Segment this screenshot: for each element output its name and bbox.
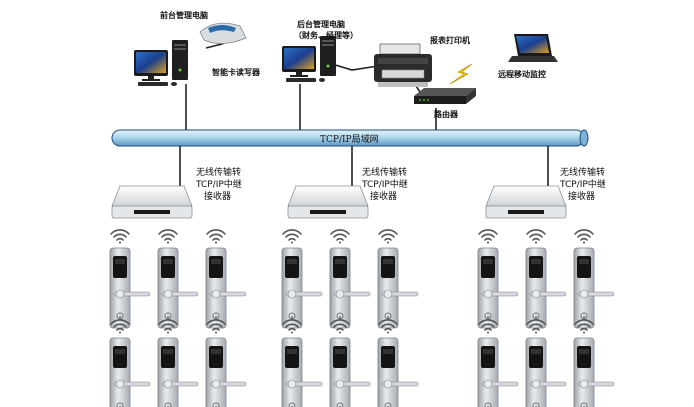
receiver-label-line1: 无线传输转	[560, 166, 605, 178]
door-lock	[281, 247, 323, 329]
door-lock	[329, 337, 371, 407]
receiver-label-line1: 无线传输转	[196, 166, 241, 178]
door-lock	[205, 337, 247, 407]
door-lock	[477, 247, 519, 329]
report-printer	[374, 43, 432, 87]
network-bus	[111, 129, 589, 147]
door-lock	[109, 337, 151, 407]
receiver-label-line3: 接收器	[204, 190, 231, 202]
receiver-right	[485, 185, 567, 219]
drop-wires	[179, 146, 549, 188]
remote-monitor-label: 远程移动监控	[498, 69, 546, 79]
door-locks	[109, 229, 615, 407]
door-lock	[377, 247, 419, 329]
back-pc-label-line1: 后台管理电脑	[297, 19, 345, 29]
door-lock	[329, 247, 371, 329]
receiver-left	[111, 185, 193, 219]
wifi-signal-icon	[206, 229, 226, 245]
wifi-signal-icon	[478, 229, 498, 245]
door-lock	[157, 247, 199, 329]
door-lock	[573, 247, 615, 329]
door-lock	[157, 337, 199, 407]
wifi-signal-icon	[526, 229, 546, 245]
door-lock	[109, 247, 151, 329]
door-lock	[377, 337, 419, 407]
wifi-signal-icon	[110, 229, 130, 245]
back-pc-label-line2: （财务、经理等）	[294, 30, 358, 40]
front-desk-computer	[134, 40, 188, 86]
door-lock	[281, 337, 323, 407]
receiver-label-line1: 无线传输转	[362, 166, 407, 178]
network-label: TCP/IP局域网	[320, 133, 379, 145]
receiver-label-line2: TCP/IP中继	[195, 178, 242, 190]
back-office-computer	[282, 36, 336, 82]
wifi-signal-icon	[282, 229, 302, 245]
door-lock	[205, 247, 247, 329]
receiver-label-line3: 接收器	[370, 190, 397, 202]
door-lock	[525, 247, 567, 329]
receiver-middle	[287, 185, 369, 219]
wifi-signal-icon	[574, 229, 594, 245]
receiver-label-line2: TCP/IP中继	[559, 178, 606, 190]
door-lock	[525, 337, 567, 407]
receiver-label-line3: 接收器	[568, 190, 595, 202]
door-lock	[573, 337, 615, 407]
door-lock	[477, 337, 519, 407]
receiver-label-line2: TCP/IP中继	[361, 178, 408, 190]
receiver-left-label: 无线传输转 TCP/IP中继 接收器	[195, 166, 242, 202]
front-pc-label: 前台管理电脑	[160, 10, 208, 20]
wifi-signal-icon	[378, 229, 398, 245]
receiver-middle-label: 无线传输转 TCP/IP中继 接收器	[361, 166, 408, 202]
wifi-signal-icon	[158, 229, 178, 245]
printer-label: 报表打印机	[430, 35, 470, 45]
card-reader	[199, 22, 247, 44]
router-label: 路由器	[434, 109, 459, 119]
remote-laptop	[508, 34, 558, 62]
wireless-link-icon	[449, 63, 473, 85]
receiver-right-label: 无线传输转 TCP/IP中继 接收器	[559, 166, 606, 202]
card-reader-label: 智能卡读写器	[212, 67, 261, 77]
router	[414, 88, 476, 104]
wifi-signal-icon	[330, 229, 350, 245]
